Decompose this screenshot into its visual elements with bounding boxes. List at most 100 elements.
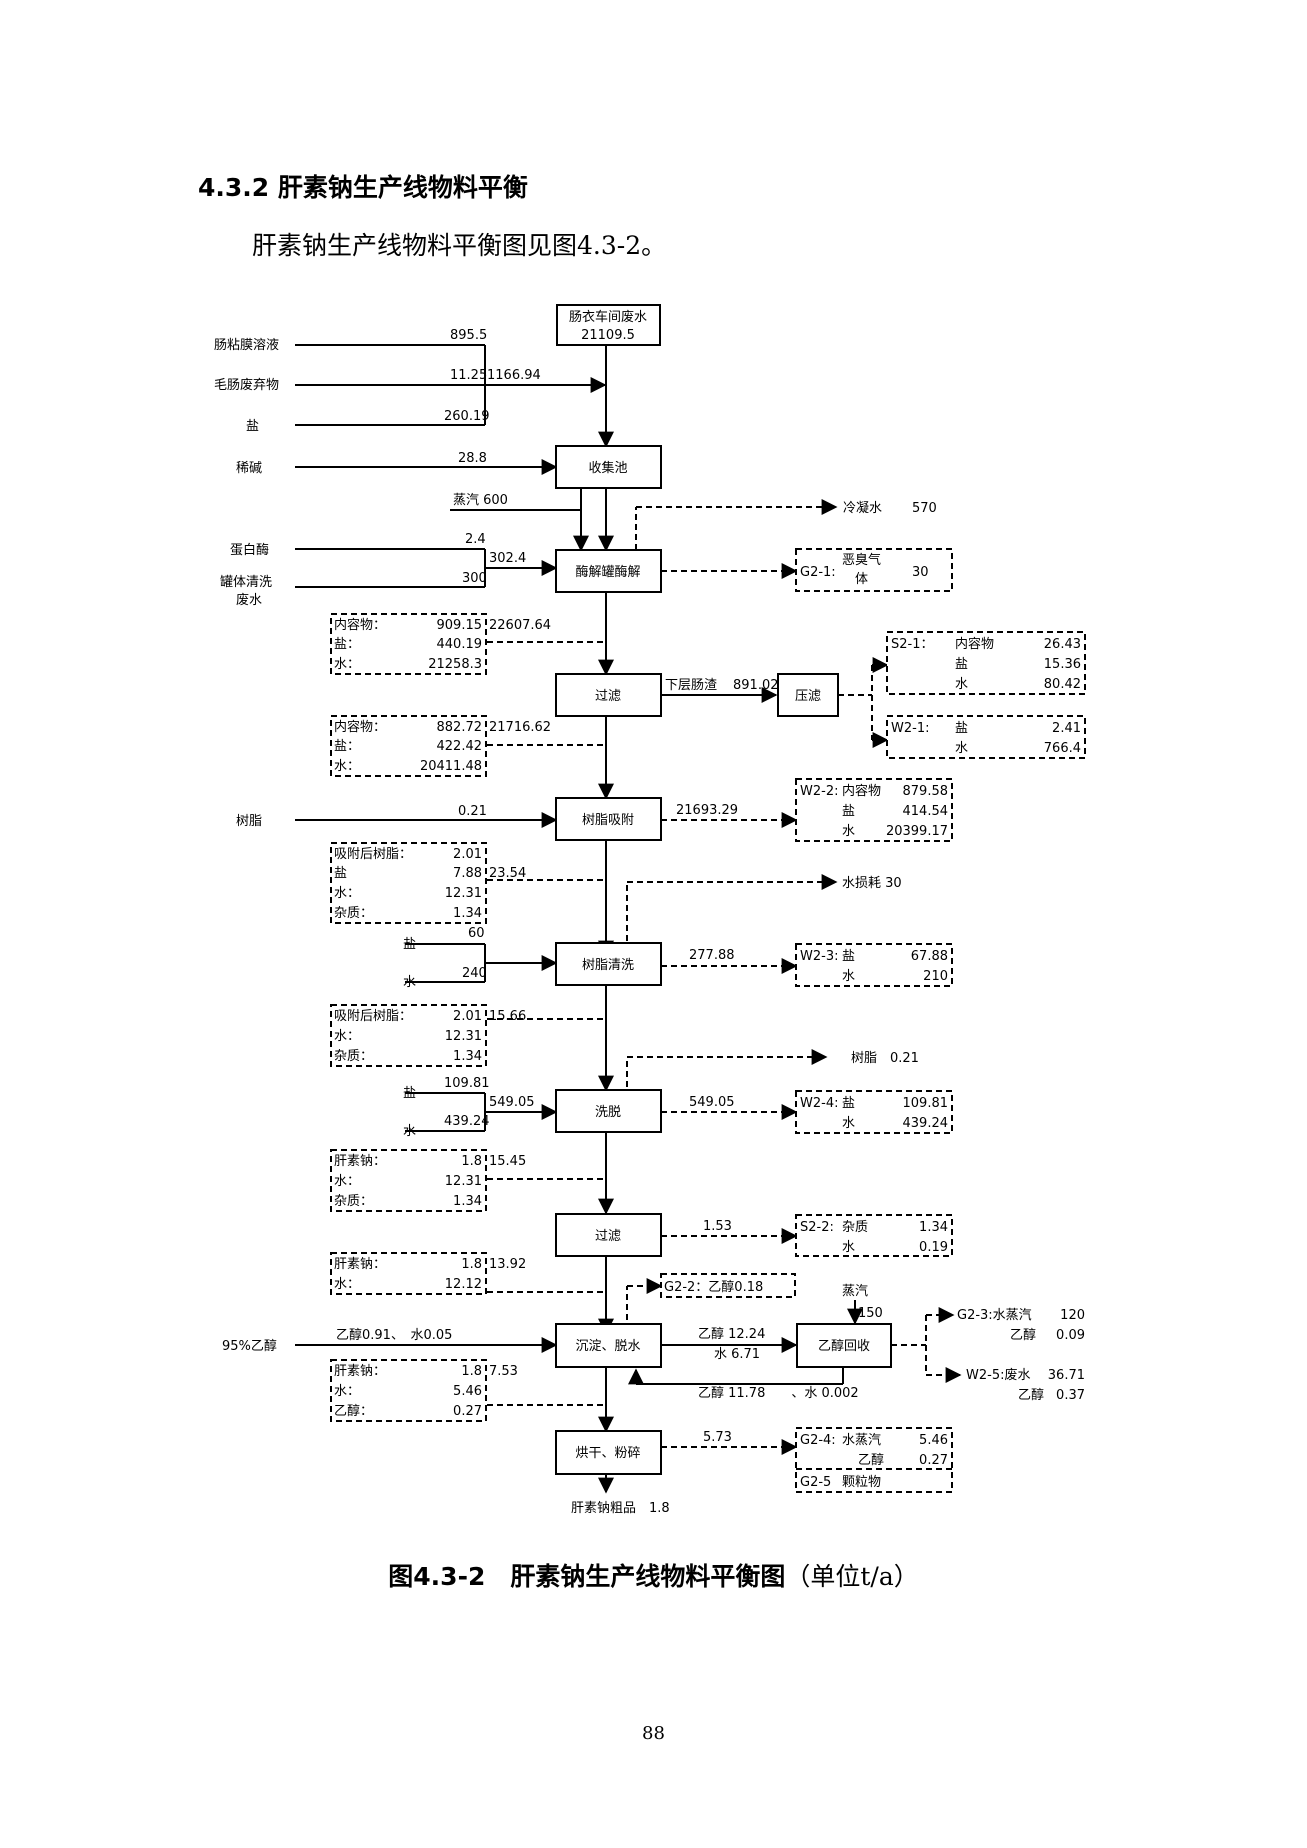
svg-text:水: 水 <box>842 1240 855 1255</box>
svg-text:277.88: 277.88 <box>689 948 735 963</box>
svg-text:15.36: 15.36 <box>1044 657 1081 672</box>
svg-text:杂质：: 杂质： <box>334 1049 373 1064</box>
input-total: 1166.94 <box>487 368 541 383</box>
svg-text:1.8: 1.8 <box>461 1154 482 1169</box>
svg-text:树脂吸附: 树脂吸附 <box>582 813 634 828</box>
svg-text:0.27: 0.27 <box>453 1404 482 1419</box>
svg-text:水：: 水： <box>334 1277 360 1292</box>
svg-text:20411.48: 20411.48 <box>420 759 482 774</box>
svg-text:1.53: 1.53 <box>703 1219 732 1234</box>
svg-text:422.42: 422.42 <box>437 739 483 754</box>
svg-text:压滤: 压滤 <box>795 689 821 704</box>
input-value: 109.81 <box>444 1076 490 1091</box>
page-number: 88 <box>642 1723 665 1744</box>
composition-total: 7.53 <box>489 1364 518 1379</box>
svg-text:549.05: 549.05 <box>689 1095 735 1110</box>
svg-text:W2-3:: W2-3: <box>800 949 838 964</box>
svg-text:水: 水 <box>842 1116 855 1131</box>
section-heading: 4.3.2 肝素钠生产线物料平衡 <box>198 173 528 202</box>
svg-text:882.72: 882.72 <box>437 720 483 735</box>
svg-text:0.37: 0.37 <box>1056 1388 1085 1403</box>
process-box-collection-pool: 收集池 <box>555 445 662 489</box>
input-value: 260.19 <box>444 409 490 424</box>
svg-text:570: 570 <box>912 501 937 516</box>
svg-text:水：: 水： <box>334 759 360 774</box>
intro-paragraph: 肝素钠生产线物料平衡图见图4.3-2。 <box>252 231 667 260</box>
svg-text:440.19: 440.19 <box>437 637 483 652</box>
svg-text:水：: 水： <box>334 1174 360 1189</box>
svg-text:乙醇: 乙醇 <box>858 1452 884 1468</box>
svg-text:肝素钠：: 肝素钠： <box>334 1257 386 1272</box>
input-name: 95%乙醇 <box>222 1338 277 1354</box>
input-value: 乙醇0.91、 水0.05 <box>336 1327 452 1343</box>
input-name: 罐体清洗 <box>220 575 272 590</box>
svg-text:21258.3: 21258.3 <box>428 657 482 672</box>
output-w2-5: W2-5:废水 36.71 乙醇 0.37 <box>966 1367 1085 1403</box>
svg-text:恶臭气: 恶臭气 <box>842 552 881 568</box>
svg-text:冷凝水: 冷凝水 <box>843 500 882 516</box>
composition-total: 15.66 <box>489 1009 526 1024</box>
process-box-filter-2: 过滤 <box>555 1213 662 1257</box>
svg-text:1.34: 1.34 <box>919 1220 948 1235</box>
input-value: 2.4 <box>465 532 486 547</box>
process-box-ethanol-recovery: 乙醇回收 <box>796 1323 892 1368</box>
svg-text:盐: 盐 <box>842 1096 855 1111</box>
svg-text:0.19: 0.19 <box>919 1240 948 1255</box>
svg-text:G2-5: G2-5 <box>800 1475 831 1490</box>
svg-text:1.34: 1.34 <box>453 1194 482 1209</box>
svg-text:909.15: 909.15 <box>437 618 483 633</box>
svg-text:乙醇 12.24: 乙醇 12.24 <box>698 1326 765 1342</box>
svg-text:树脂清洗: 树脂清洗 <box>582 958 634 973</box>
svg-text:5.46: 5.46 <box>453 1384 482 1399</box>
input-name: 肠粘膜溶液 <box>214 338 279 353</box>
input-total: 302.4 <box>489 551 526 566</box>
svg-text:乙醇：: 乙醇： <box>334 1403 373 1419</box>
input-value: 240 <box>462 966 487 981</box>
svg-text:210: 210 <box>923 969 948 984</box>
composition-box-m4: 吸附后树脂：2.01 水：12.31 杂质：1.34 15.66 <box>330 1004 526 1067</box>
svg-text:酶解罐酶解: 酶解罐酶解 <box>575 564 640 580</box>
svg-text:S2-1：: S2-1： <box>891 637 934 652</box>
svg-text:7.88: 7.88 <box>453 866 482 881</box>
svg-text:内容物: 内容物 <box>842 783 881 799</box>
svg-text:内容物：: 内容物： <box>334 617 386 633</box>
input-total: 549.05 <box>489 1095 535 1110</box>
svg-text:12.12: 12.12 <box>445 1277 482 1292</box>
svg-text:G2-3:水蒸汽: G2-3:水蒸汽 <box>957 1308 1032 1323</box>
svg-text:水：: 水： <box>334 886 360 901</box>
svg-text:12.31: 12.31 <box>445 1174 482 1189</box>
svg-text:2.01: 2.01 <box>453 1009 482 1024</box>
svg-text:5.73: 5.73 <box>703 1430 732 1445</box>
svg-text:879.58: 879.58 <box>903 784 949 799</box>
input-value: 439.24 <box>444 1114 490 1129</box>
input-name: 蛋白酶 <box>230 542 269 558</box>
process-box-enzymolysis: 酶解罐酶解 <box>555 549 662 593</box>
svg-text:水损耗 30: 水损耗 30 <box>842 876 902 891</box>
composition-box-m5: 肝素钠：1.8 水：12.31 杂质：1.34 15.45 <box>330 1149 526 1212</box>
output-box-g2-2: G2-2：乙醇0.18 <box>660 1273 796 1298</box>
svg-text:21693.29: 21693.29 <box>676 803 738 818</box>
svg-text:树脂 0.21: 树脂 0.21 <box>851 1051 919 1066</box>
svg-text:26.43: 26.43 <box>1044 637 1081 652</box>
product-label: 肝素钠粗品 1.8 <box>571 1501 670 1516</box>
caption-title: 图4.3-2 肝素钠生产线物料平衡图 <box>388 1562 786 1591</box>
svg-text:439.24: 439.24 <box>903 1116 949 1131</box>
svg-text:烘干、粉碎: 烘干、粉碎 <box>575 1446 640 1461</box>
svg-text:颗粒物: 颗粒物 <box>842 1475 881 1490</box>
svg-text:67.88: 67.88 <box>911 949 948 964</box>
svg-text:G2-1:: G2-1: <box>800 565 836 580</box>
flow-lines <box>295 344 962 1494</box>
input-name: 盐 <box>403 1086 416 1101</box>
svg-text:杂质：: 杂质： <box>334 1194 373 1209</box>
svg-text:20399.17: 20399.17 <box>886 824 948 839</box>
input-value: 0.21 <box>458 804 487 819</box>
svg-text:水: 水 <box>842 969 855 984</box>
svg-text:W2-2:: W2-2: <box>800 784 838 799</box>
input-name: 水 <box>403 975 416 990</box>
svg-text:沉淀、脱水: 沉淀、脱水 <box>575 1339 640 1354</box>
svg-text:内容物：: 内容物： <box>334 719 386 735</box>
box-value: 21109.5 <box>581 328 635 343</box>
